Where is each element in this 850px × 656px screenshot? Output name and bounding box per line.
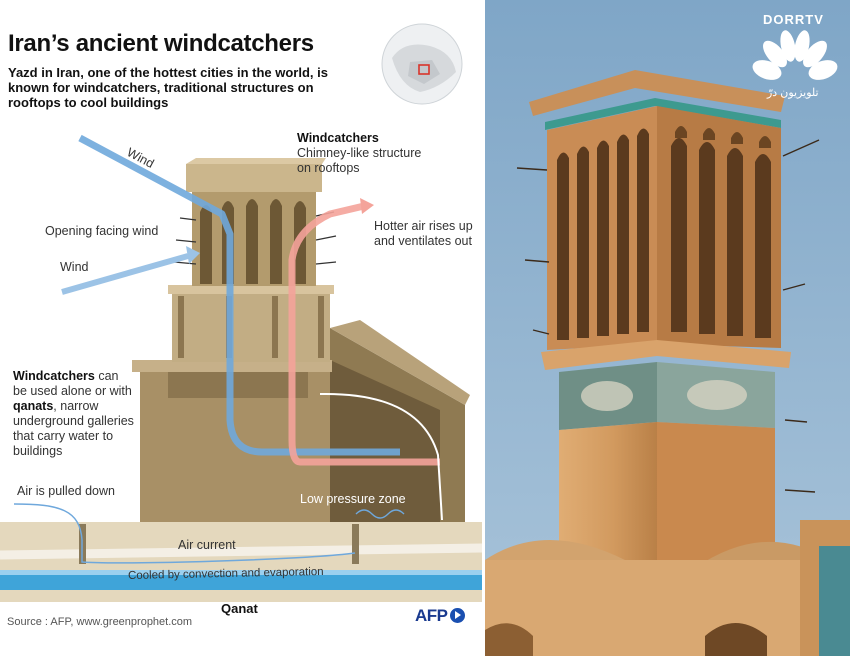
qanat-note: Windcatchers can be used alone or with q… bbox=[13, 369, 135, 459]
afp-logo: AFP bbox=[415, 606, 465, 626]
infographic-title: Iran’s ancient windcatchers bbox=[8, 30, 314, 57]
label-hotter-air: Hotter air rises up and ventilates out bbox=[374, 219, 473, 248]
label-low-pressure-zone: Low pressure zone bbox=[300, 492, 406, 506]
photo-sticks bbox=[516, 139, 820, 493]
wind-arrow-side-head bbox=[186, 246, 200, 264]
infographic-subtitle: Yazd in Iran, one of the hottest cities … bbox=[8, 65, 328, 110]
main-building-side bbox=[330, 360, 440, 522]
low-pressure-squiggle bbox=[355, 509, 405, 519]
infographic-panel: Iran’s ancient windcatchers Yazd in Iran… bbox=[0, 23, 482, 628]
watermark-subtitle: تلویزیون درّ bbox=[767, 87, 819, 99]
label-windcatchers-heading: Windcatchers bbox=[297, 131, 379, 145]
tower-cornice bbox=[529, 70, 785, 116]
tower-lower-side bbox=[657, 422, 775, 560]
label-air-current: Air current bbox=[178, 538, 236, 552]
shaft-right bbox=[352, 524, 359, 564]
label-windcatchers-desc: Chimney-like structure on rooftops bbox=[297, 146, 422, 175]
front-arch-left bbox=[485, 623, 533, 656]
photo-panel: DORRTV تلویزیون درّ bbox=[485, 0, 850, 656]
afp-play-icon bbox=[449, 608, 465, 623]
tower-upper-side bbox=[657, 106, 781, 348]
qanat-note-bold1: Windcatchers bbox=[13, 369, 95, 383]
tower-base-top bbox=[168, 285, 334, 294]
tile-medallion-front bbox=[581, 381, 633, 411]
right-building-tiles bbox=[819, 546, 850, 656]
label-wind-side: Wind bbox=[60, 260, 89, 274]
tower-cap-top bbox=[186, 158, 326, 164]
watermark-name: DORRTV bbox=[763, 12, 824, 27]
tower-cap bbox=[186, 164, 322, 192]
windcatcher-diagram bbox=[0, 23, 482, 602]
qanat-channel-highlight bbox=[0, 570, 482, 575]
tower-base bbox=[172, 292, 330, 362]
hot-air-flow bbox=[288, 202, 440, 466]
globe-locator-icon bbox=[381, 23, 463, 105]
hot-air-head bbox=[360, 198, 374, 214]
air-pulled-down-arrow bbox=[13, 503, 356, 564]
tower-mid-cornice bbox=[541, 340, 791, 370]
tower-sticks bbox=[173, 211, 337, 265]
afp-logo-text: AFP bbox=[415, 606, 448, 625]
tower-cap-windows bbox=[675, 126, 771, 148]
label-qanat: Qanat bbox=[221, 601, 258, 616]
label-air-pulled-down: Air is pulled down bbox=[17, 484, 115, 498]
label-opening-facing-wind: Opening facing wind bbox=[45, 224, 159, 238]
rear-building-roof bbox=[330, 320, 470, 405]
panel-divider bbox=[482, 0, 485, 656]
qanat-note-text2: , narrow underground galleries that carr… bbox=[13, 399, 134, 458]
draft-outline bbox=[319, 392, 443, 521]
dome-left bbox=[485, 540, 625, 560]
interior-slab bbox=[168, 372, 308, 398]
wind-arrow-side bbox=[61, 253, 189, 295]
peacock-logo-icon bbox=[752, 30, 838, 80]
tower-tile-band bbox=[545, 98, 781, 130]
windcatcher-photo bbox=[485, 0, 850, 656]
tile-medallion-side bbox=[687, 380, 747, 410]
qanat-note-text1: can be used alone or with bbox=[13, 369, 132, 398]
front-arch bbox=[705, 623, 767, 656]
tower-upper-vents bbox=[557, 128, 771, 340]
tower-lower-front bbox=[559, 422, 657, 560]
cool-air-flow bbox=[78, 134, 400, 456]
source-credit: Source : AFP, www.greenprophet.com bbox=[7, 616, 193, 628]
qanat-note-bold2: qanats bbox=[13, 399, 54, 413]
